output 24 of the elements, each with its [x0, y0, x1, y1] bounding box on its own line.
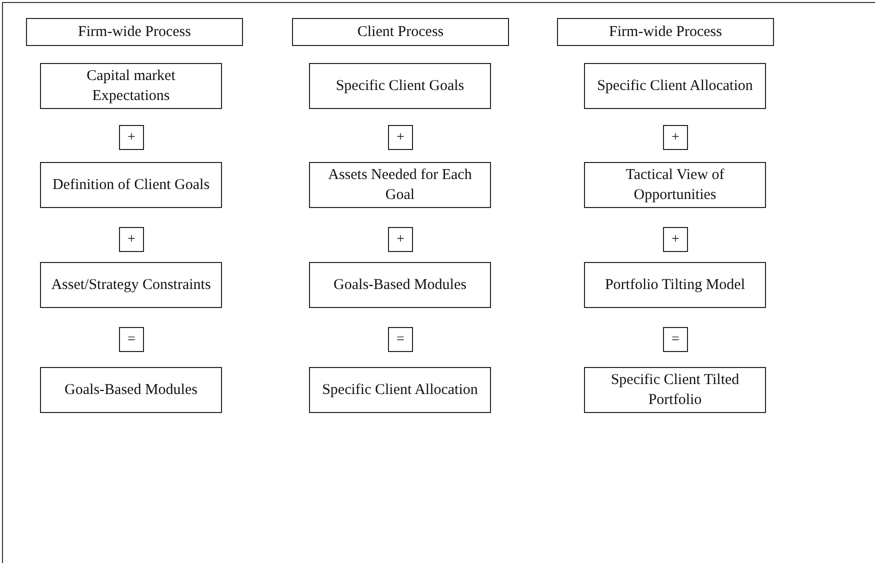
process-box: Specific Client Goals [309, 63, 491, 109]
operator-symbol: + [663, 125, 688, 150]
process-header: Client Process [292, 18, 509, 46]
operator-symbol: + [388, 227, 413, 252]
process-box: Tactical View of Opportunities [584, 162, 766, 208]
process-box: Specific Client Allocation [309, 367, 491, 413]
process-box: Assets Needed for Each Goal [309, 162, 491, 208]
process-box: Goals-Based Modules [40, 367, 222, 413]
process-box: Capital market Expectations [40, 63, 222, 109]
operator-symbol: = [388, 327, 413, 352]
process-box: Goals-Based Modules [309, 262, 491, 308]
process-header: Firm-wide Process [557, 18, 774, 46]
operator-symbol: + [663, 227, 688, 252]
process-box: Specific Client Allocation [584, 63, 766, 109]
process-header: Firm-wide Process [26, 18, 243, 46]
process-box: Definition of Client Goals [40, 162, 222, 208]
operator-symbol: = [119, 327, 144, 352]
operator-symbol: + [119, 227, 144, 252]
process-box: Portfolio Tilting Model [584, 262, 766, 308]
operator-symbol: + [119, 125, 144, 150]
process-box: Specific Client Tilted Portfolio [584, 367, 766, 413]
process-box: Asset/Strategy Constraints [40, 262, 222, 308]
operator-symbol: + [388, 125, 413, 150]
operator-symbol: = [663, 327, 688, 352]
